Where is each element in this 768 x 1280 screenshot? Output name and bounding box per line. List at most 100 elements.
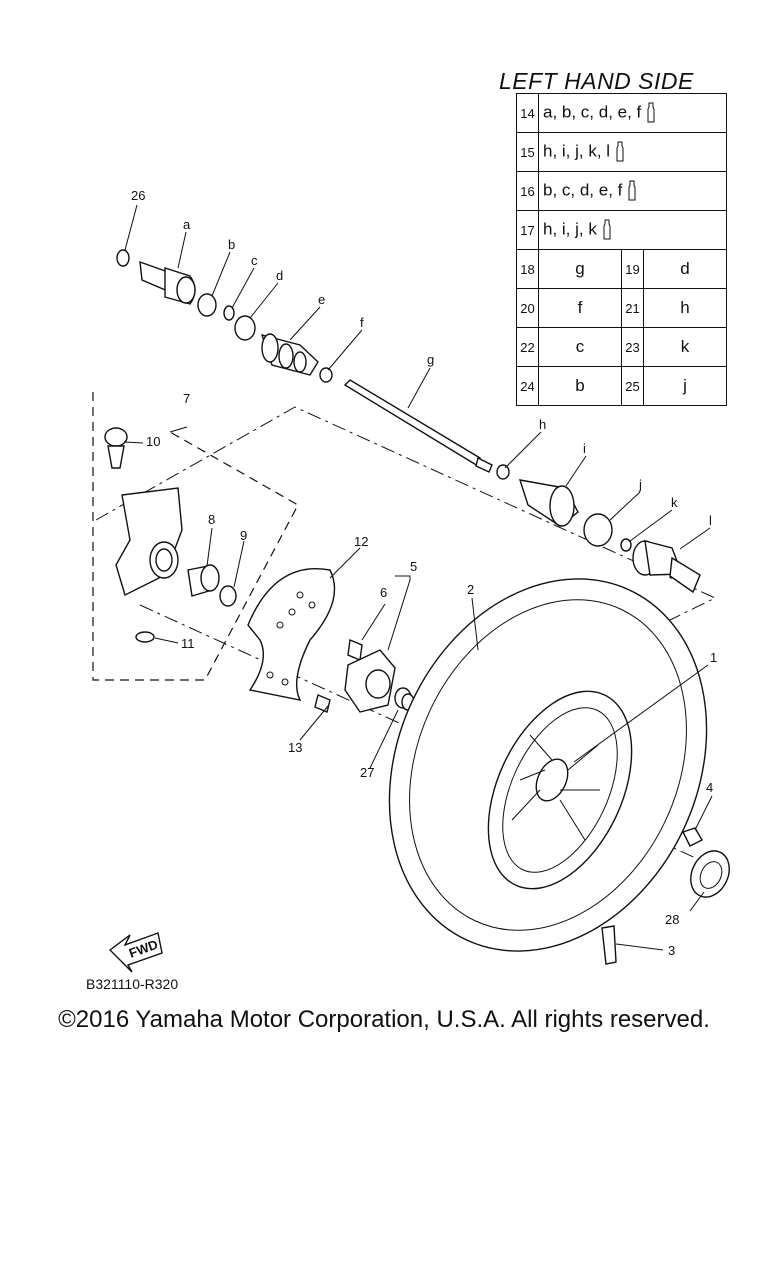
band-j[interactable] (583, 513, 613, 547)
callout-9: 9 (240, 528, 247, 543)
wheel-1[interactable] (459, 669, 660, 912)
drive-shaft-g[interactable] (343, 379, 493, 473)
grease-tube-icon (622, 180, 636, 201)
band-d[interactable] (234, 315, 256, 341)
callout-26: 26 (131, 188, 145, 203)
legend-parts-list: b, c, d, e, f (538, 171, 727, 211)
leader-lines (123, 204, 713, 951)
hub-cap-28[interactable] (684, 845, 737, 904)
callout-d: d (276, 268, 283, 283)
legend-part-letter: c (538, 327, 622, 367)
diagram-code: B321110-R320 (86, 976, 179, 992)
legend-ref-number: 16 (516, 171, 539, 211)
bolt-13[interactable] (314, 694, 331, 713)
callout-8: 8 (208, 512, 215, 527)
callout-2: 2 (467, 582, 474, 597)
grease-tube-icon (641, 102, 655, 123)
legend-ref-number: 21 (621, 288, 644, 328)
callout-k: k (671, 495, 678, 510)
wheel-hub-5[interactable] (344, 649, 396, 713)
callout-j: j (638, 477, 642, 492)
legend-ref-number: 19 (621, 249, 644, 289)
washer-11[interactable] (135, 631, 155, 643)
axle-frame-line (95, 406, 717, 621)
callout-28: 28 (665, 912, 679, 927)
legend-parts-text: h, i, j, k, l (543, 141, 611, 161)
legend-title: LEFT HAND SIDE (499, 68, 694, 94)
legend-part-letter: j (643, 366, 727, 406)
legend-part-letter: k (643, 327, 727, 367)
callout-b: b (228, 237, 235, 252)
callout-6: 6 (380, 585, 387, 600)
legend-ref-number: 20 (516, 288, 539, 328)
bolt-6[interactable] (347, 639, 363, 661)
legend-parts-text: b, c, d, e, f (543, 180, 623, 200)
callout-i: i (583, 441, 586, 456)
boot-e[interactable] (260, 333, 319, 376)
bearing-8[interactable] (187, 564, 220, 597)
knuckle-group-boundary (92, 392, 299, 681)
callout-5: 5 (410, 559, 417, 574)
outer-cv-joint-a[interactable] (139, 260, 196, 305)
legend-parts-text: h, i, j, k (543, 219, 597, 239)
legend-part-letter: h (643, 288, 727, 328)
legend-ref-number: 22 (516, 327, 539, 367)
wheel-nut-4[interactable] (682, 827, 703, 847)
legend-parts-list: h, i, j, k, l (538, 132, 727, 172)
copyright-notice: ©2016 Yamaha Motor Corporation, U.S.A. A… (58, 1006, 710, 1033)
legend-ref-number: 24 (516, 366, 539, 406)
legend-ref-number: 14 (516, 93, 539, 133)
callout-11: 11 (181, 636, 195, 651)
callout-12: 12 (354, 534, 368, 549)
legend-ref-number: 23 (621, 327, 644, 367)
legend-parts-list: h, i, j, k (538, 210, 727, 250)
grease-tube-icon (610, 141, 624, 162)
band-h[interactable] (496, 464, 510, 480)
callout-h: h (539, 417, 546, 432)
circlip-k[interactable] (620, 538, 632, 552)
callout-e: e (318, 292, 325, 307)
callout-f: f (360, 315, 364, 330)
callout-g: g (427, 352, 434, 367)
o-ring-b[interactable] (197, 293, 217, 317)
inner-cv-joint-l[interactable] (632, 540, 701, 594)
callout-7: 7 (183, 391, 190, 406)
legend-part-letter: f (538, 288, 622, 328)
callout-13: 13 (288, 740, 302, 755)
legend-part-letter: g (538, 249, 622, 289)
legend-ref-number: 25 (621, 366, 644, 406)
legend-ref-number: 17 (516, 210, 539, 250)
grease-tube-icon (597, 219, 611, 240)
legend-parts-list: a, b, c, d, e, f (538, 93, 727, 133)
valve-stem-3[interactable] (601, 925, 617, 965)
legend-parts-text: a, b, c, d, e, f (543, 102, 642, 122)
brake-disc-12[interactable] (247, 568, 336, 701)
steering-knuckle[interactable] (115, 487, 183, 596)
callout-l: l (709, 513, 712, 528)
legend-ref-number: 18 (516, 249, 539, 289)
fwd-arrow-icon: FWD (108, 932, 163, 973)
legend-ref-number: 15 (516, 132, 539, 172)
boot-i[interactable] (518, 479, 579, 527)
legend-part-letter: d (643, 249, 727, 289)
callout-1: 1 (710, 650, 717, 665)
band-f[interactable] (319, 367, 333, 383)
circlip-c[interactable] (223, 305, 235, 321)
callout-10: 10 (146, 434, 160, 449)
callout-a: a (183, 217, 191, 232)
ball-joint-10[interactable] (104, 427, 128, 469)
callout-4: 4 (706, 780, 713, 795)
circlip-26[interactable] (116, 249, 130, 267)
circlip-9[interactable] (219, 585, 237, 607)
legend-part-letter: b (538, 366, 622, 406)
